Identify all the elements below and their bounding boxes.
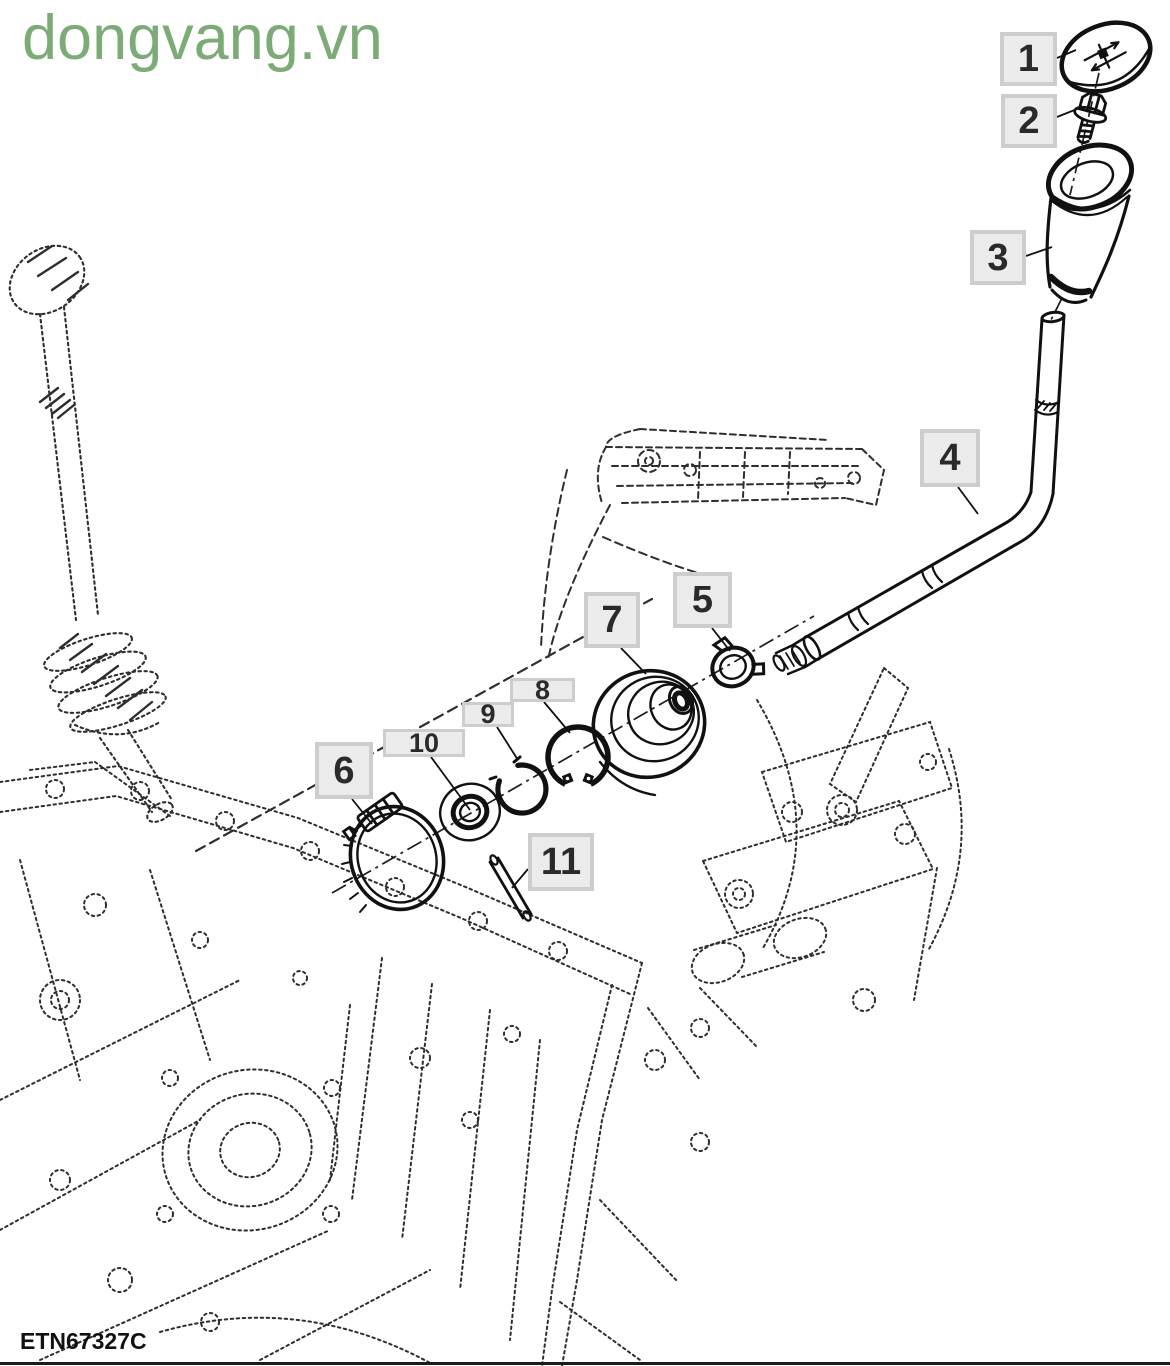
callout-4-label: 4	[939, 437, 961, 479]
callout-6[interactable]: 6	[315, 742, 373, 799]
callout-5-label: 5	[691, 579, 714, 621]
figure-code: ETN67327C	[20, 1328, 147, 1354]
part-2-bolt	[1073, 91, 1108, 144]
leader-line-2	[1056, 106, 1083, 118]
leader-line-10	[430, 756, 471, 811]
callout-2-label: 2	[1018, 100, 1040, 142]
callout-11[interactable]: 11	[528, 833, 594, 891]
leader-line-9	[496, 726, 519, 761]
part-11-pin	[488, 854, 533, 922]
callout-1[interactable]: 1	[1000, 32, 1057, 86]
callout-10-label: 10	[408, 727, 440, 758]
callout-2[interactable]: 2	[1001, 94, 1057, 148]
part-4-lever-rod	[772, 310, 1066, 676]
callout-3[interactable]: 3	[970, 230, 1026, 285]
callout-3-label: 3	[987, 236, 1009, 279]
bottom-border-line	[0, 1362, 1170, 1365]
part-6-band-clamp	[341, 791, 446, 913]
part-10-bushing	[439, 782, 501, 842]
part-7-boot	[591, 668, 707, 797]
centerline-axis	[331, 72, 1100, 894]
callout-11-label: 11	[540, 841, 582, 883]
callout-9[interactable]: 9	[462, 699, 514, 729]
callout-5[interactable]: 5	[673, 572, 732, 628]
callout-6-label: 6	[333, 749, 355, 792]
leader-line-6	[351, 798, 373, 825]
phantom-shift-bracket	[540, 428, 886, 661]
part-3-shift-knob	[1045, 142, 1135, 304]
callout-9-label: 9	[480, 699, 496, 729]
leader-line-7	[620, 647, 647, 675]
phantom-transmission-housing	[0, 761, 710, 1366]
leader-lines	[351, 49, 1083, 889]
leader-line-1	[1056, 49, 1077, 59]
callout-1-label: 1	[1017, 38, 1040, 80]
leader-line-8	[543, 701, 571, 734]
callout-7[interactable]: 7	[584, 592, 640, 648]
watermark: dongvang.vn	[22, 3, 383, 73]
leader-line-11	[511, 868, 529, 889]
callout-8[interactable]: 8	[510, 674, 575, 705]
part-1-shift-pattern-cap	[1059, 20, 1153, 94]
callout-4[interactable]: 4	[920, 429, 980, 487]
callout-7-label: 7	[601, 599, 623, 641]
callout-8-label: 8	[534, 674, 551, 705]
phantom-installed-lever	[8, 244, 174, 823]
part-8-retaining-ring	[545, 724, 611, 787]
leader-line-3	[1025, 246, 1053, 257]
phantom-shift-linkage	[690, 666, 963, 1048]
callout-10[interactable]: 10	[383, 729, 465, 757]
leader-line-4	[957, 486, 979, 515]
part-5-spring-clamp	[710, 635, 766, 689]
leader-line-5	[711, 627, 731, 652]
